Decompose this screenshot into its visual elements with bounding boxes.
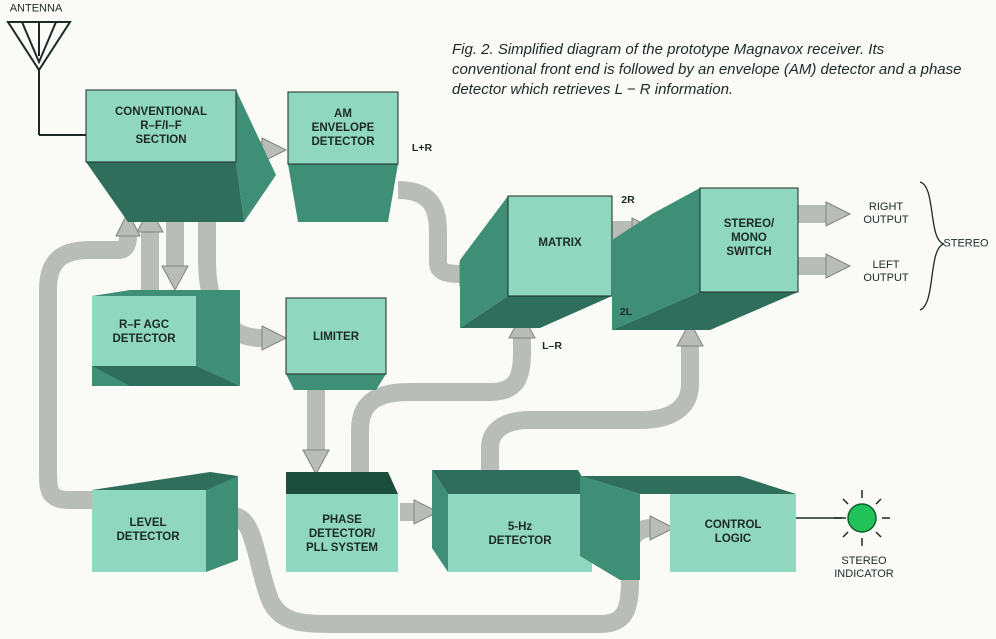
block-limiter [285,297,387,390]
arrow-level-feedback [39,235,137,509]
block-matrix [460,195,613,328]
level-detector-label: LEVEL DETECTOR [116,517,180,543]
rf-agc-label: R–F AGC DETECTOR [112,319,176,345]
limiter-label: LIMITER [313,331,359,343]
block-control-logic [580,476,796,580]
antenna-label: ANTENNA [9,2,63,15]
right-output-label: RIGHT OUTPUT [863,201,909,226]
signal-lplusr: L+R [411,142,433,154]
stereo-indicator-label: STEREO INDICATOR [834,555,894,580]
left-output-label: LEFT OUTPUT [863,259,909,284]
arrowhead-rfif-to-limiter [261,325,288,351]
arrow-lplusr [397,181,463,283]
arrowhead-pd-to-5hz [413,499,440,525]
figure-caption: Fig. 2. Simplified diagram of the protot… [452,41,962,98]
arrowhead-rfif-to-agc [161,265,189,292]
stereo-brace [919,181,945,311]
block-level-detector [92,472,238,572]
block-am-detector [287,91,399,222]
antenna-icon [6,21,86,136]
arrowhead-5hz-to-switch [676,320,704,347]
signal-2l: 2L [619,306,633,318]
stereo-label: STEREO [943,237,989,250]
rf-if-label: CONVENTIONAL R–F/I–F SECTION [115,106,207,146]
five-hz-label: 5-Hz DETECTOR [488,521,552,547]
arrowhead-level-feedback [115,210,141,237]
arrowhead-right-output [825,201,852,227]
block-rf-if [85,89,276,222]
signal-lminusr: L–R [542,340,562,352]
arrow-5hz-to-switch [481,346,699,470]
arrow-lminusr [351,338,531,478]
signal-2r: 2R [621,194,635,206]
control-logic-label: CONTROL LOGIC [704,519,762,545]
phase-detector-label: PHASE DETECTOR/ PLL SYSTEM [306,514,378,554]
matrix-label: MATRIX [538,237,582,249]
stereo-indicator-led [796,490,890,546]
block-5hz [432,470,592,572]
arrowhead-limiter-to-pd [302,449,330,476]
block-phase-detector [286,472,398,572]
arrowhead-level-to-logic [649,515,676,541]
arrowhead-left-output [825,253,852,279]
block-stereo-switch [612,187,799,330]
stereo-switch-label: STEREO/ MONO SWITCH [723,218,775,258]
am-detector-label: AM ENVELOPE DETECTOR [311,108,375,148]
block-rf-agc [92,290,240,386]
